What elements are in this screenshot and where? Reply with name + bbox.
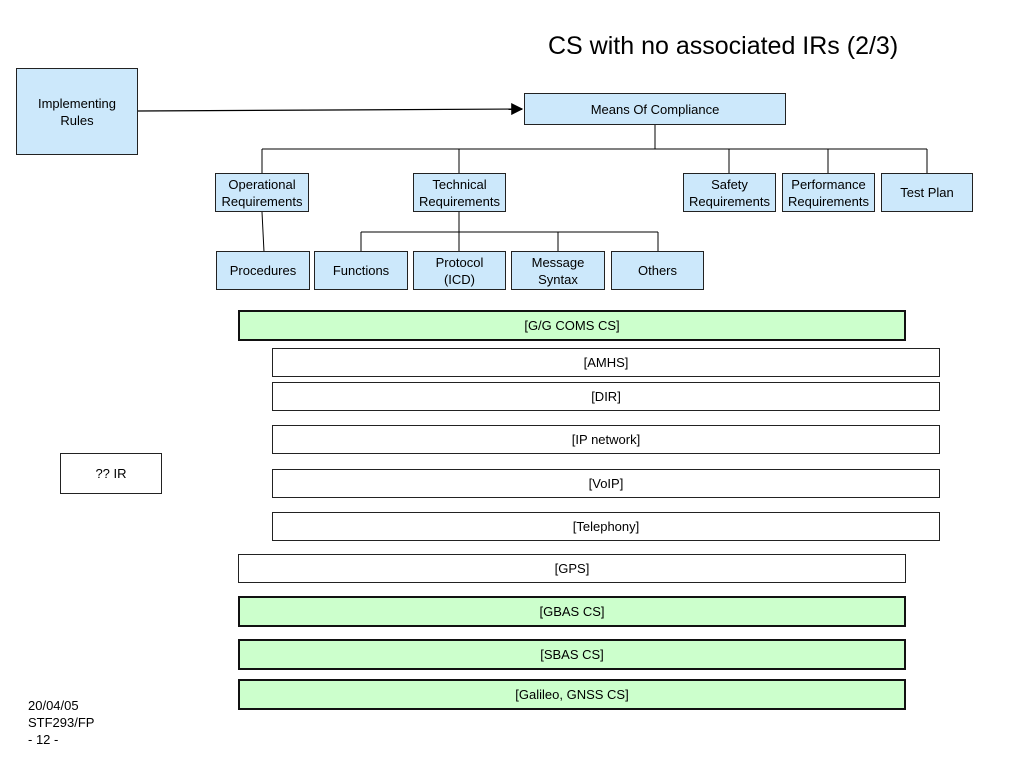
means-of-compliance-box: Means Of Compliance [524,93,786,125]
footer-reference: STF293/FP [28,715,95,730]
cs-dir: [DIR] [272,382,940,411]
slide-footer: 20/04/05 STF293/FP - 12 - [28,697,94,748]
ir-to-moc-arrow [137,103,524,116]
cs-telephony: [Telephony] [272,512,940,541]
test-plan-box: Test Plan [881,173,973,212]
cs-ip-network: [IP network] [272,425,940,454]
cs-gbas: [GBAS CS] [238,596,906,627]
footer-page-number: - 12 - [28,732,59,747]
cs-galileo-gnss: [Galileo, GNSS CS] [238,679,906,710]
cs-amhs: [AMHS] [272,348,940,377]
cs-voip: [VoIP] [272,469,940,498]
cs-gg-coms: [G/G COMS CS] [238,310,906,341]
procedures-box: Procedures [216,251,310,290]
protocol-icd-box: Protocol (ICD) [413,251,506,290]
slide-title: CS with no associated IRs (2/3) [548,32,899,60]
performance-requirements-box: Performance Requirements [782,173,875,212]
others-box: Others [611,251,704,290]
safety-requirements-box: Safety Requirements [683,173,776,212]
message-syntax-box: Message Syntax [511,251,605,290]
technical-requirements-box: Technical Requirements [413,173,506,212]
unknown-ir-box: ?? IR [60,453,162,494]
cs-sbas: [SBAS CS] [238,639,906,670]
cs-gps: [GPS] [238,554,906,583]
functions-box: Functions [314,251,408,290]
operational-requirements-box: Operational Requirements [215,173,309,212]
implementing-rules-box: Implementing Rules [16,68,138,155]
footer-date: 20/04/05 [28,698,79,713]
